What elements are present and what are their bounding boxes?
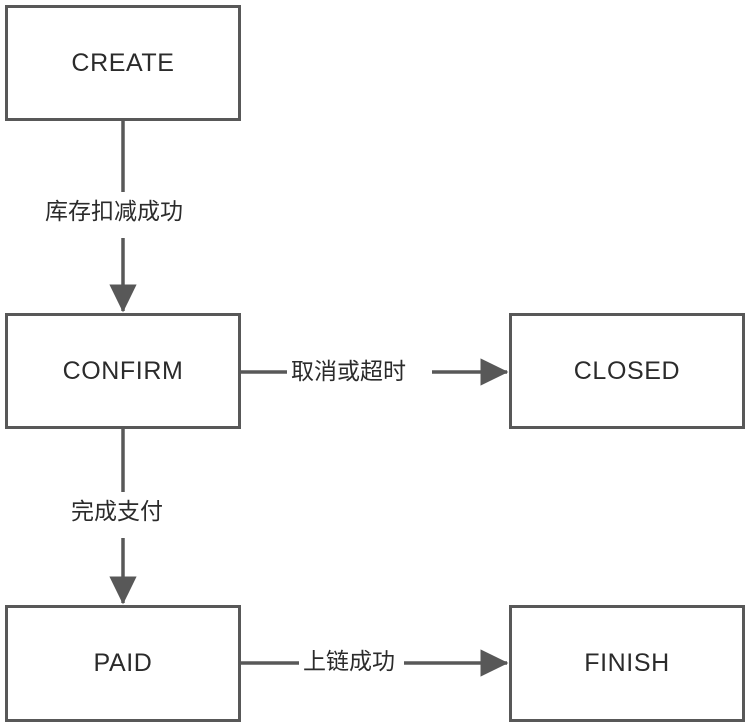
node-finish-label: FINISH (584, 649, 670, 677)
node-closed-label: CLOSED (573, 356, 681, 385)
node-confirm[interactable]: CONFIRM (5, 313, 241, 429)
node-paid[interactable]: PAID (5, 605, 241, 722)
edge-label-confirm-paid: 完成支付 (68, 500, 166, 523)
edge-label-create-confirm: 库存扣减成功 (42, 200, 186, 223)
node-confirm-label: CONFIRM (62, 356, 184, 385)
edge-label-paid-finish: 上链成功 (300, 650, 398, 673)
node-finish[interactable]: FINISH (509, 605, 745, 722)
node-paid-label: PAID (93, 649, 153, 677)
node-create-label: CREATE (71, 48, 175, 77)
edge-label-confirm-closed: 取消或超时 (288, 360, 409, 383)
node-closed[interactable]: CLOSED (509, 313, 745, 429)
node-create[interactable]: CREATE (5, 5, 241, 121)
